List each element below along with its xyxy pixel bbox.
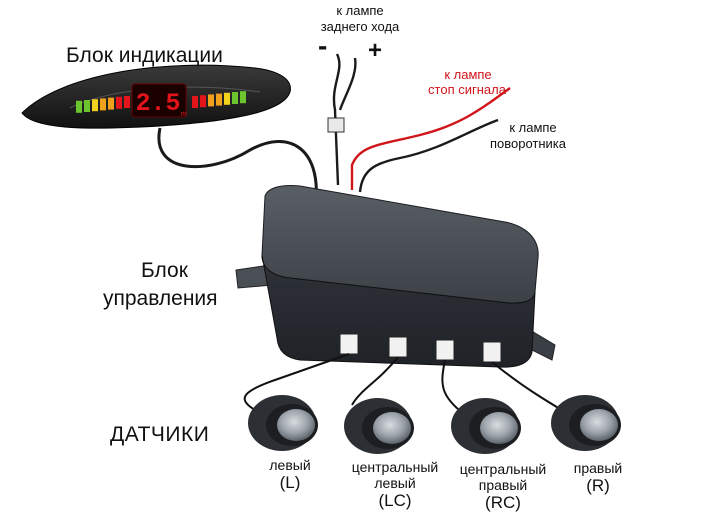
sensor-label-lc: центральный левый (LC) [340, 459, 450, 511]
segment-bar [100, 98, 106, 111]
segment-bar [84, 100, 90, 112]
control-block-label-2: управления [103, 287, 218, 310]
segment-bar [216, 93, 222, 106]
reverse-minus-wire [332, 53, 341, 186]
brake-wire [350, 87, 511, 190]
segment-bar [76, 100, 82, 113]
sensor-l [248, 395, 318, 451]
digit-window [131, 83, 187, 118]
sensor-rc [451, 398, 521, 454]
segment-bar [200, 95, 206, 108]
sensor-wire-2 [351, 356, 399, 406]
segment-bar [92, 99, 98, 112]
segment-bar [240, 91, 246, 104]
sensor-label-r: правый (R) [558, 460, 638, 496]
minus-sign: - [318, 30, 328, 61]
turn-wire [358, 118, 499, 193]
reverse-lamp-label-1: к лампе [336, 3, 384, 18]
fuse [327, 117, 345, 133]
segment-bars-left [76, 96, 130, 113]
sensor-rc-name-2: правый [478, 477, 528, 494]
sensor-lc-name-1: центральный [351, 459, 439, 475]
connector-3 [435, 339, 455, 361]
display-value: 2.5 [135, 89, 180, 118]
plus-sign: + [368, 37, 383, 64]
connector-4 [482, 341, 502, 363]
turn-lamp-label-1: к лампе [509, 120, 557, 135]
display-cable [157, 127, 318, 201]
segment-bar [124, 96, 130, 108]
sensor-wire-1 [243, 353, 350, 411]
connector-2 [388, 336, 408, 358]
connector-1 [339, 333, 359, 355]
sensors-label: ДАТЧИКИ [110, 423, 210, 446]
segment-bar [192, 96, 198, 108]
segment-bar [108, 97, 114, 110]
indicator-display-unit: 2.5 m [21, 64, 291, 129]
control-block-label-1: Блок [141, 259, 188, 282]
sensor-rc-code: (RC) [485, 493, 521, 513]
segment-bars-right [192, 91, 246, 108]
sensor-lc-name-2: левый [374, 475, 416, 492]
segment-bar [208, 94, 214, 107]
sensor-lc [344, 398, 414, 454]
display-unit: m [181, 111, 187, 118]
brake-lamp-label-1: к лампе [444, 67, 492, 82]
segment-bar [224, 92, 230, 105]
sensor-label-rc: центральный правый (RC) [448, 461, 558, 513]
sensor-r-code: (R) [586, 476, 610, 496]
turn-lamp-label-2: поворотника [489, 136, 567, 151]
sensor-rc-name-1: центральный [459, 461, 547, 477]
segment-bar [232, 92, 238, 104]
reverse-lamp-label-2: заднего хода [320, 19, 400, 34]
brake-lamp-label-2: стоп сигнала [428, 82, 506, 97]
sensor-label-l: левый (L) [255, 457, 325, 493]
reverse-plus-wire [338, 57, 357, 111]
indicator-block-label: Блок индикации [66, 44, 223, 67]
control-unit-box [235, 185, 556, 368]
sensor-r [551, 395, 621, 451]
sensor-r-name: правый [573, 460, 623, 476]
sensor-lc-code: (LC) [378, 491, 412, 511]
sensor-l-name: левый [269, 457, 311, 473]
sensor-l-code: (L) [279, 473, 301, 493]
segment-bar [116, 96, 122, 109]
